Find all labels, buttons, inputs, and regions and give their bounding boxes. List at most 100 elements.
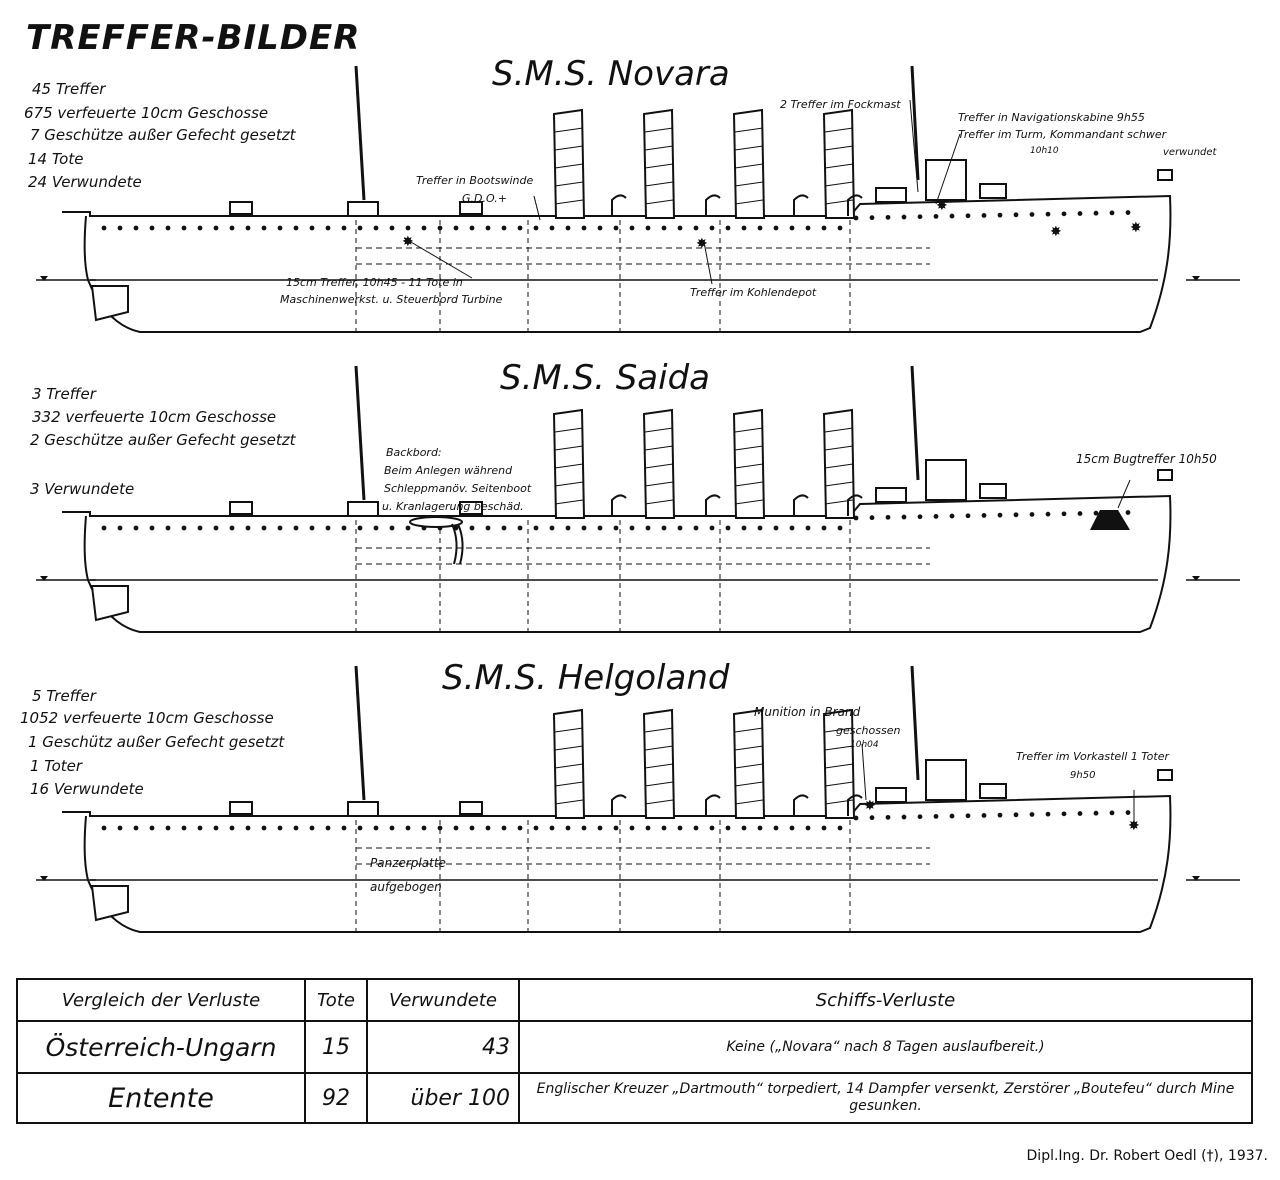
novara-note-15cm-1: 15cm Treffer, 10h45 - 11 Tote in [286,276,463,289]
helgoland-funnel-band [734,799,764,805]
saida-side-boat [409,516,463,528]
novara-pointer-line [703,241,713,285]
saida-porthole [821,525,827,531]
ship-title-saida: S.M.S. Saida [500,358,711,398]
saida-ventilator [793,494,809,516]
novara-porthole [517,225,523,231]
helgoland-porthole [981,813,987,818]
saida-note-backbord-4: u. Kranlagerung beschäd. [382,500,524,513]
helgoland-funnel-band [734,763,764,769]
saida-waterline-marker-left [40,576,48,581]
novara-funnel-band [824,127,854,133]
helgoland-stat-wounded: 16 Verwundete [30,780,144,798]
novara-porthole [1093,210,1099,216]
novara-rudder [90,285,129,322]
helgoland-porthole [757,825,763,831]
helgoland-porthole [517,825,523,831]
helgoland-porthole [837,825,843,831]
helgoland-porthole [917,814,923,820]
novara-funnel-band [824,145,854,151]
row-entente-losses: Englischer Kreuzer „Dartmouth“ torpedier… [518,1072,1253,1124]
row-austria-hungary-label: Österreich-Ungarn [16,1020,306,1074]
saida-stat-wounded: 3 Verwundete [30,480,135,498]
saida-porthole [773,525,779,531]
novara-stat-shells: 675 verfeuerte 10cm Geschosse [24,104,269,122]
helgoland-note-panzer-2: aufgebogen [370,880,442,894]
novara-funnel-band [734,145,764,151]
novara-ventilator [847,194,863,216]
saida-porthole [645,525,651,531]
saida-porthole [133,525,139,531]
helgoland-note-munition-1: Munition in Brand [754,705,861,719]
novara-funnel [822,108,856,219]
helgoland-porthole [501,825,507,831]
helgoland-porthole [389,825,395,831]
novara-porthole [837,225,843,231]
saida-fore-gun [979,483,1007,499]
saida-note-bugtreffer: 15cm Bugtreffer 10h50 [1076,452,1217,466]
helgoland-funnel-band [734,781,764,787]
novara-bridge [925,159,967,201]
novara-note-bootswinde: Treffer in Bootswinde [416,174,534,187]
helgoland-bridge [925,759,967,801]
helgoland-note-vorkastell-time: 9h50 [1070,770,1096,781]
helgoland-porthole [405,825,411,831]
helgoland-porthole [261,825,267,831]
saida-porthole [325,525,331,531]
novara-porthole [149,225,155,231]
helgoland-funnel-band [554,799,584,805]
saida-porthole [101,525,107,531]
helgoland-porthole [149,825,155,831]
saida-rudder [90,585,129,622]
saida-funnel-band [824,463,854,469]
saida-stat-hits: 3 Treffer [32,385,96,403]
helgoland-funnel [822,708,856,819]
helgoland-porthole [1093,810,1099,816]
novara-note-nav-cabin: Treffer in Navigationskabine 9h55 [958,111,1145,124]
saida-fore-gun-house [875,487,907,503]
helgoland-porthole [181,825,187,831]
saida-porthole [293,525,299,531]
novara-porthole [693,225,699,231]
saida-porthole [1093,510,1099,516]
helgoland-porthole [597,825,603,831]
novara-porthole [917,214,923,220]
saida-funnel-band [644,427,674,433]
saida-after-house [347,501,379,517]
saida-porthole [1029,512,1035,517]
saida-bow-damage [1090,510,1130,530]
saida-porthole [901,514,907,520]
helgoland-fore-mast [910,665,920,781]
novara-porthole [229,225,235,231]
helgoland-stat-guns: 1 Geschütz außer Gefecht gesetzt [28,733,285,751]
novara-stat-dead: 14 Tote [28,150,84,168]
saida-porthole [357,525,363,531]
helgoland-porthole [533,825,539,831]
novara-fore-gun [979,183,1007,199]
novara-porthole [789,225,795,231]
saida-funnel [732,408,766,519]
novara-funnel-band [644,127,674,133]
saida-porthole [149,525,155,531]
saida-stat-guns: 2 Geschütze außer Gefecht gesetzt [30,431,296,449]
helgoland-main-mast [354,665,366,801]
novara-note-verwundet: verwundet [1163,147,1217,158]
saida-funnel [552,408,586,519]
novara-note-15cm-2: Maschinenwerkst. u. Steuerbord Turbine [280,293,503,306]
helgoland-porthole [293,825,299,831]
novara-pointer-line [533,195,541,221]
novara-waterline-marker-left [40,276,48,281]
novara-stat-guns: 7 Geschütze außer Gefecht gesetzt [30,126,296,144]
saida-porthole [1013,512,1019,518]
helgoland-funnel-band [554,745,584,751]
helgoland-porthole [325,825,331,831]
saida-stat-shells: 332 verfeuerte 10cm Geschosse [32,408,277,426]
helgoland-aft-gun-2 [459,801,483,815]
novara-funnel-band [554,163,584,169]
novara-porthole [309,225,315,231]
helgoland-porthole [949,813,955,819]
helgoland-rudder [90,885,129,922]
helgoland-funnel [732,708,766,819]
saida-porthole [965,513,971,519]
saida-funnel-band [734,427,764,433]
